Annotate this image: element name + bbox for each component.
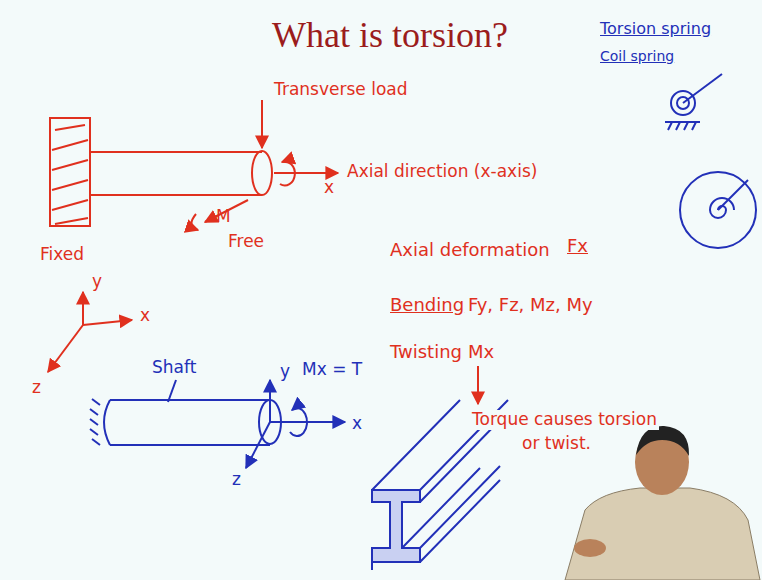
y-axis [82, 292, 84, 325]
handwritten-label: Fx [565, 236, 590, 257]
handwritten-label: Axial direction (x-axis) [345, 162, 539, 182]
leader-line [168, 380, 176, 402]
spring-arm [683, 74, 722, 103]
handwritten-label: y [90, 272, 104, 292]
handwritten-label: Fy, Fz, Mz, My [466, 295, 595, 316]
shaft-figure [90, 380, 345, 468]
handwritten-label: M [214, 207, 233, 227]
lecturer-figure [565, 426, 760, 580]
handwritten-label: Bending [388, 295, 466, 316]
shirt [565, 488, 760, 580]
slide-title: What is torsion? [272, 14, 508, 56]
handwritten-label: z [230, 470, 243, 490]
notes-marks [477, 366, 479, 404]
handwritten-label: Fixed [38, 245, 86, 265]
hand [574, 539, 606, 557]
handwritten-label: x [322, 178, 336, 198]
torsion-spring [665, 74, 722, 130]
handwritten-label: x [350, 414, 364, 434]
fixed-wall [50, 118, 90, 226]
handwritten-label: z [30, 378, 43, 398]
twist-arrow [280, 162, 295, 186]
x-axis [83, 320, 132, 325]
shaft-body [110, 400, 270, 445]
handwritten-label: Torsion spring [598, 20, 713, 38]
handwritten-label: Twisting [388, 342, 464, 363]
handwritten-label: Transverse load [272, 80, 410, 100]
z-axis [246, 422, 270, 468]
hair [636, 426, 689, 456]
spring-housing [680, 172, 756, 248]
spring-arm [718, 180, 748, 210]
shaft-start [104, 400, 110, 445]
axis-arrow [274, 172, 338, 174]
handwritten-label: Free [226, 232, 266, 252]
handwritten-label: Coil spring [598, 48, 676, 64]
handwritten-label: y [278, 362, 292, 382]
implies-arrow [477, 366, 479, 404]
handwritten-label: Shaft [150, 358, 198, 378]
spiral-coil [710, 198, 734, 218]
y-axis [269, 380, 271, 422]
beam-end [252, 151, 272, 195]
spiral-spring [680, 172, 756, 248]
handwritten-label: Axial deformation [388, 240, 552, 261]
beam-body [90, 152, 262, 195]
moment-arrow [191, 214, 198, 230]
handwritten-label: Torque causes torsion [470, 410, 659, 430]
torque-arrow [290, 408, 307, 436]
axes-triad [48, 292, 132, 372]
cantilever-figure [50, 100, 338, 230]
ground-hatch [665, 122, 700, 130]
load-arrow [261, 100, 263, 148]
z-axis [48, 325, 83, 372]
wall-hatch [52, 125, 88, 224]
beam-section [372, 490, 420, 562]
handwritten-label: x [138, 306, 152, 326]
handwritten-label: or twist. [520, 434, 593, 454]
handwritten-label: Mx [466, 342, 496, 363]
support-hatch [90, 399, 100, 445]
handwritten-label: Mx = T [300, 360, 364, 380]
